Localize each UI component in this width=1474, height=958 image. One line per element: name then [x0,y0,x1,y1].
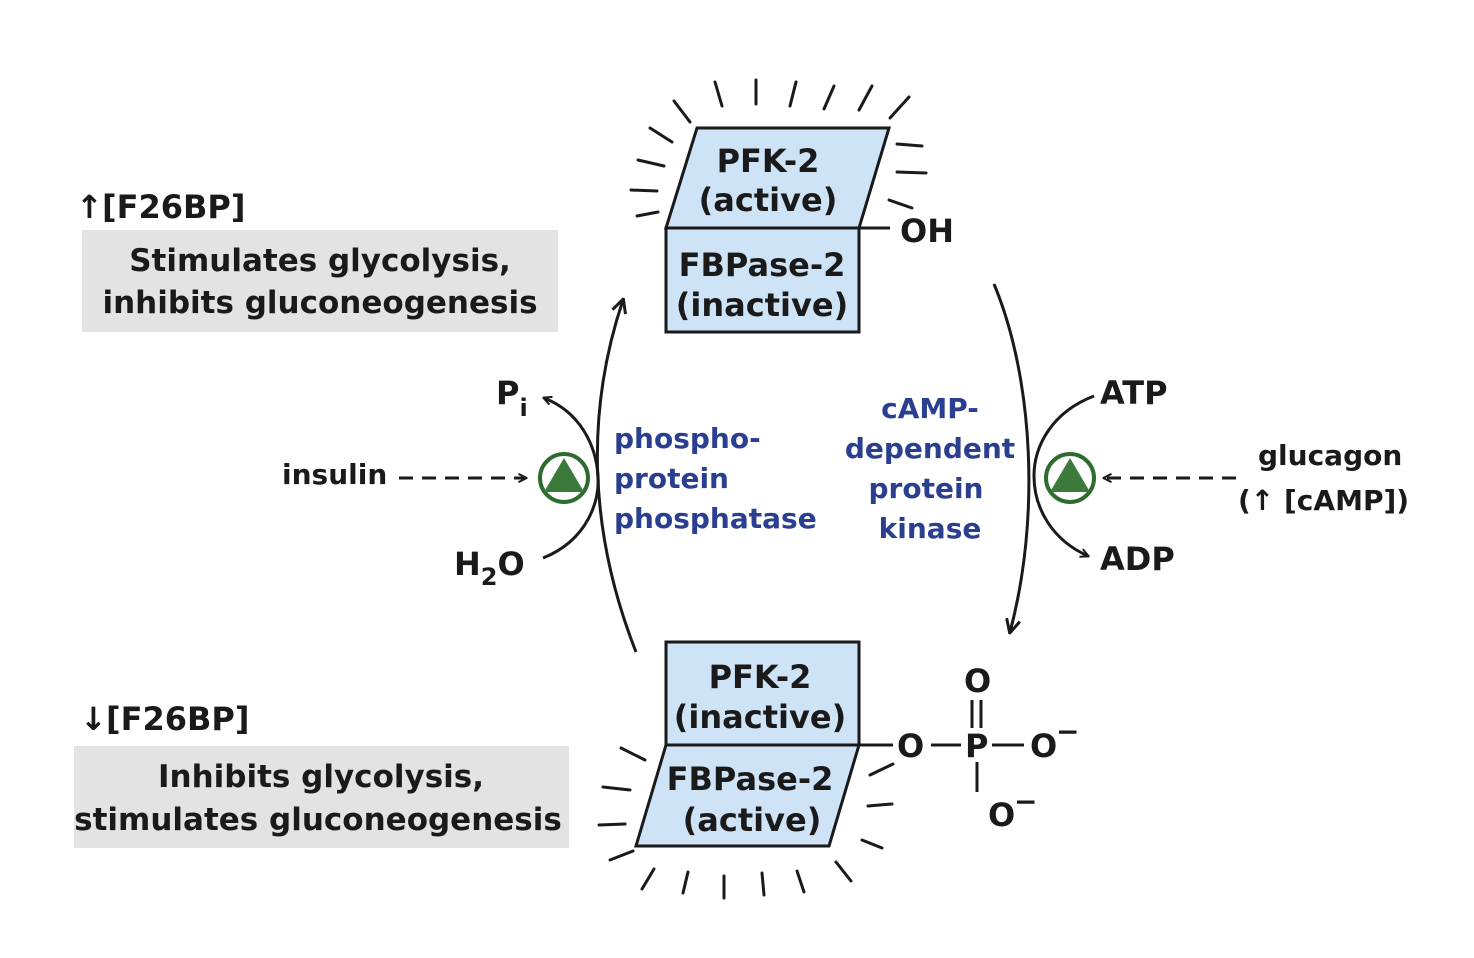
oxygen-top: O [964,662,991,700]
fbpase2-state-label: (active) [683,801,822,839]
effect-box [74,746,569,848]
top-left-effect: ↑ [F26BP] Stimulates glycolysis, inhibit… [76,188,558,332]
activation-icon [1044,452,1096,504]
atp-label: ATP [1100,374,1168,412]
oxygen-bottom: O [988,796,1015,834]
bottom-left-effect: ↓ [F26BP] Inhibits glycolysis, stimulate… [74,700,569,848]
water-label: H2O [454,545,525,591]
effect-line-2: stimulates gluconeogenesis [74,802,562,838]
oxygen-right: O [1030,727,1057,765]
activity-rays [629,78,928,218]
f26bp-level-label: [F26BP] [106,700,249,738]
phosphatase-label-line-3: phosphatase [614,502,817,535]
activation-icon [538,452,590,504]
up-arrow-icon: ↑ [1251,484,1274,517]
effect-line-1: Inhibits glycolysis, [158,759,484,795]
glucagon-label: glucagon [1258,439,1402,472]
pfk2-state-label: (inactive) [674,698,846,736]
camp-level-label: (↑ [cAMP]) [1238,484,1409,517]
main-arc-arrow [992,283,1031,632]
minus-charge: − [1056,715,1079,748]
fbpase2-active-box [633,743,862,848]
down-arrow-icon: ↓ [80,700,107,738]
bridging-oxygen: O [897,727,924,765]
kinase-label-line-3: protein [869,472,984,505]
dephosphorylation-reaction: Pi H2O insulin phospho- protein phosphat… [282,300,817,653]
activity-rays [597,746,895,900]
phosphatase-label-line-1: phospho- [614,422,761,455]
phosphatase-label-line-2: protein [614,462,729,495]
cosubstrate-arc-arrow [1032,394,1095,556]
effect-box [82,230,558,332]
fbpase2-inactive-box [664,226,861,334]
adp-label: ADP [1100,540,1175,578]
fbpase2-label: FBPase-2 [667,760,834,798]
minus-charge: − [1014,785,1037,818]
insulin-label: insulin [282,458,387,491]
fbpase2-state-label: (inactive) [676,286,848,324]
hydroxyl-group-label: OH [900,212,954,250]
inorganic-phosphate-label: Pi [496,374,528,422]
effect-line-1: Stimulates glycolysis, [129,243,511,279]
phosphate-group: O P O − O O − [859,662,1079,834]
effect-line-2: inhibits gluconeogenesis [102,285,537,321]
fbpase2-label: FBPase-2 [679,246,846,284]
phosphorylation-reaction: ATP ADP glucagon (↑ [cAMP]) cAMP- depend… [845,283,1409,632]
kinase-label-line-4: kinase [879,512,982,545]
pfk2-state-label: (active) [699,181,838,219]
f26bp-level-label: [F26BP] [102,188,245,226]
pfk2-label: PFK-2 [709,658,812,696]
cosubstrate-arc-arrow [543,398,600,560]
phosphorus: P [965,727,988,765]
kinase-label-line-2: dependent [845,432,1015,465]
top-bifunctional-enzyme: PFK-2 (active) FBPase-2 (inactive) OH [629,78,954,334]
kinase-label-line-1: cAMP- [881,392,979,425]
up-arrow-icon: ↑ [76,188,103,226]
pfk2-label: PFK-2 [717,142,820,180]
bottom-bifunctional-enzyme: PFK-2 (inactive) FBPase-2 (active) [597,640,895,900]
